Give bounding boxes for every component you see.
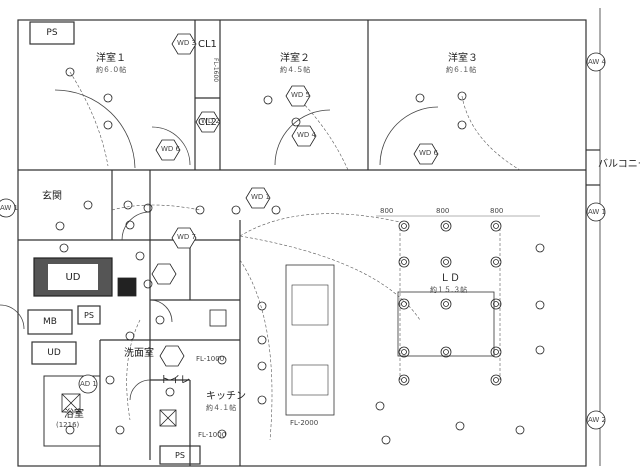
tag-aw1a — [586, 202, 606, 222]
tag-wd6a-label: WD 6 — [161, 145, 180, 153]
dim-fl1600: FL-1600 — [212, 58, 219, 83]
room-bath-name: 浴室 — [64, 409, 84, 420]
light-fixtures — [55, 67, 545, 445]
tag-aw2 — [586, 410, 606, 430]
tag-aw4-label: AW 4 — [588, 58, 607, 66]
tag-ad1 — [78, 374, 98, 394]
ps-box-mid — [77, 305, 101, 325]
room-bath-size: (1216) — [56, 421, 80, 429]
tag-wd6b-label: WD 6 — [419, 149, 438, 157]
tag-wd5-mid — [151, 263, 177, 285]
tag-wd2-label: WD 2 — [201, 117, 220, 125]
room-balcony-name: バルコニー — [598, 159, 640, 170]
tag-wd4-label: WD 4 — [297, 131, 316, 139]
tag-wd7 — [171, 227, 197, 249]
mb-label: MB — [43, 317, 57, 327]
ud-small-label: UD — [47, 348, 61, 358]
dim-fl1000a: FL-1000 — [196, 355, 225, 363]
ps-top-label: PS — [46, 28, 58, 38]
room-cl2-name: CL2 — [198, 117, 217, 128]
ps-box-bottom — [159, 445, 201, 465]
dim-800a: 800 — [380, 207, 394, 215]
tag-wd-toilet — [159, 345, 185, 367]
tag-wd1 — [245, 187, 271, 209]
tag-aw1b — [0, 198, 16, 218]
tag-aw2-label: AW 2 — [588, 416, 607, 424]
ud-label: UD — [65, 271, 81, 283]
tag-wd5-label: WD 5 — [291, 91, 310, 99]
room-western1-name: 洋室１ — [96, 53, 126, 64]
room-toilet-name: トイレ — [160, 375, 190, 386]
room-western3-area: 約６.１帖 — [446, 66, 477, 74]
room-cl1-name: CL1 — [198, 39, 217, 50]
tag-wd2 — [195, 111, 221, 133]
tag-aw4 — [586, 52, 606, 72]
tag-wd7-label: WD 7 — [177, 233, 196, 241]
room-western3-name: 洋室３ — [448, 53, 478, 64]
room-western2-area: 約４.５帖 — [280, 66, 311, 74]
room-western2-name: 洋室２ — [280, 53, 310, 64]
outer-wall — [17, 19, 587, 467]
room-kitchen-name: キッチン — [206, 391, 246, 402]
mb-box — [27, 309, 73, 335]
dim-800b: 800 — [436, 207, 450, 215]
room-kitchen-area: 約４.１帖 — [206, 404, 237, 412]
tag-wd4 — [291, 125, 317, 147]
tag-wd3-label: WD 3 — [177, 39, 196, 47]
tag-wd6b — [413, 143, 439, 165]
tag-ad1-label: AD 1 — [80, 380, 97, 388]
dim-fl1000b: FL-1000 — [198, 431, 227, 439]
tag-wd1-label: WD 1 — [251, 193, 270, 201]
tag-aw1b-label: AW 1 — [0, 204, 19, 212]
ud-box-small — [31, 341, 77, 365]
room-washroom-name: 洗面室 — [124, 348, 154, 359]
tag-wd1-top — [155, 139, 181, 161]
tag-wd5 — [285, 85, 311, 107]
dim-800c: 800 — [490, 207, 504, 215]
room-ld-name: ＬＤ — [440, 273, 460, 284]
ps-bottom-label: PS — [175, 450, 185, 460]
room-ld-area: 約１５.３帖 — [430, 286, 468, 294]
room-entrance-name: 玄関 — [42, 191, 62, 202]
dim-fl2000: FL-2000 — [290, 419, 319, 427]
downlights — [398, 220, 502, 386]
room-western1-area: 約６.０帖 — [96, 66, 127, 74]
tag-aw1a-label: AW 1 — [588, 208, 607, 216]
ps-mid-label: PS — [84, 310, 94, 320]
tag-wd3 — [171, 33, 197, 55]
ps-box-top — [29, 21, 75, 45]
